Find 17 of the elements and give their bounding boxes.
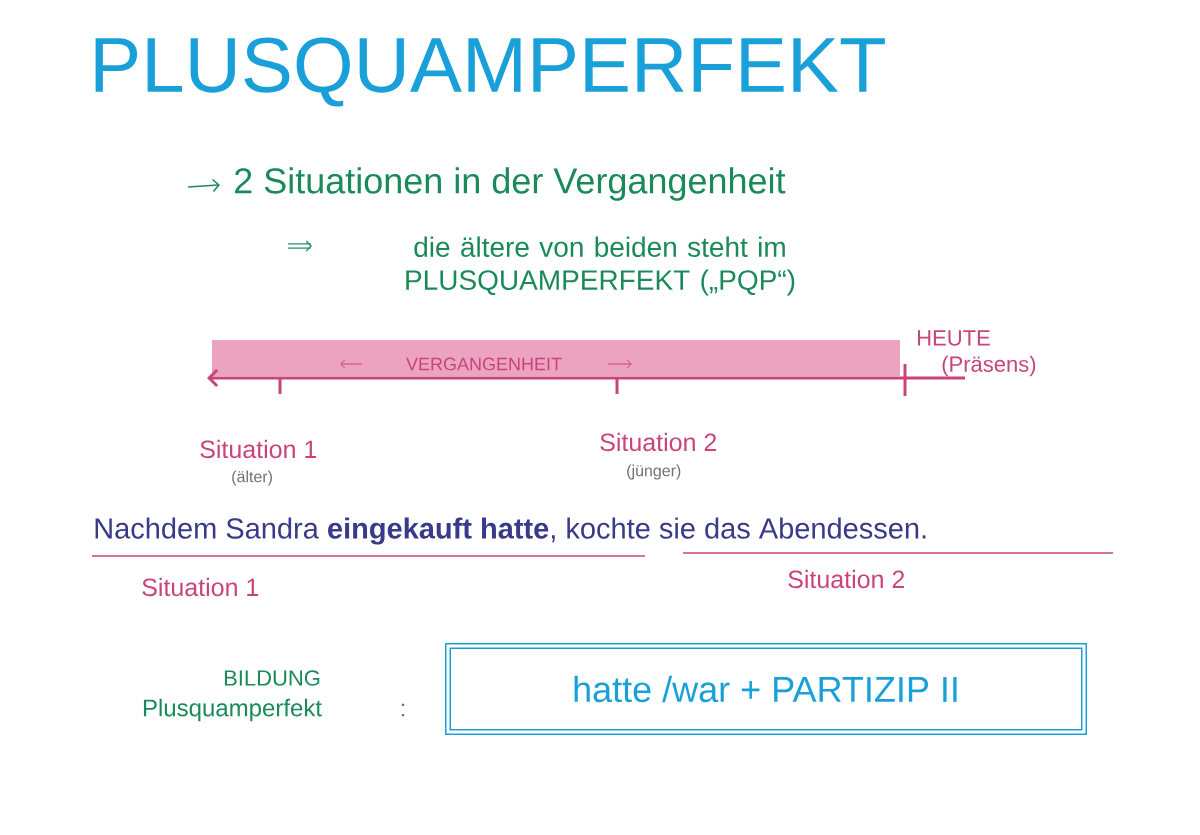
timeline-label: VERGANGENHEIT	[406, 357, 562, 371]
situation-label: Situation 1	[200, 439, 317, 459]
label: Plusquamperfekt	[143, 698, 322, 722]
situation-label: Situation 1	[142, 577, 259, 597]
situation-label: Situation 2	[600, 432, 717, 452]
label: :	[401, 703, 405, 717]
rule-box: hatte /war + PARTIZIP II	[445, 643, 1087, 735]
situation-label: Situation 2	[788, 569, 905, 589]
timeline-label: HEUTE	[918, 330, 990, 346]
note-text: (älter)	[232, 470, 272, 486]
note-text: die ältere von beiden steht im PLUSQUAMPERFEKT („PQP“)	[406, 236, 795, 296]
note-text: (jünger)	[627, 464, 681, 480]
title: PLUSQUAMPERFEKT	[95, 37, 885, 107]
example-sentence: Nachdem Sandra eingekauft hatte, kochte sie das Abendessen.	[95, 517, 926, 545]
subtitle: 2 Situationen in der Vergangenheit	[235, 167, 786, 201]
heading: BILDUNG	[224, 670, 320, 686]
timeline-label: (Präsens)	[942, 355, 1036, 377]
